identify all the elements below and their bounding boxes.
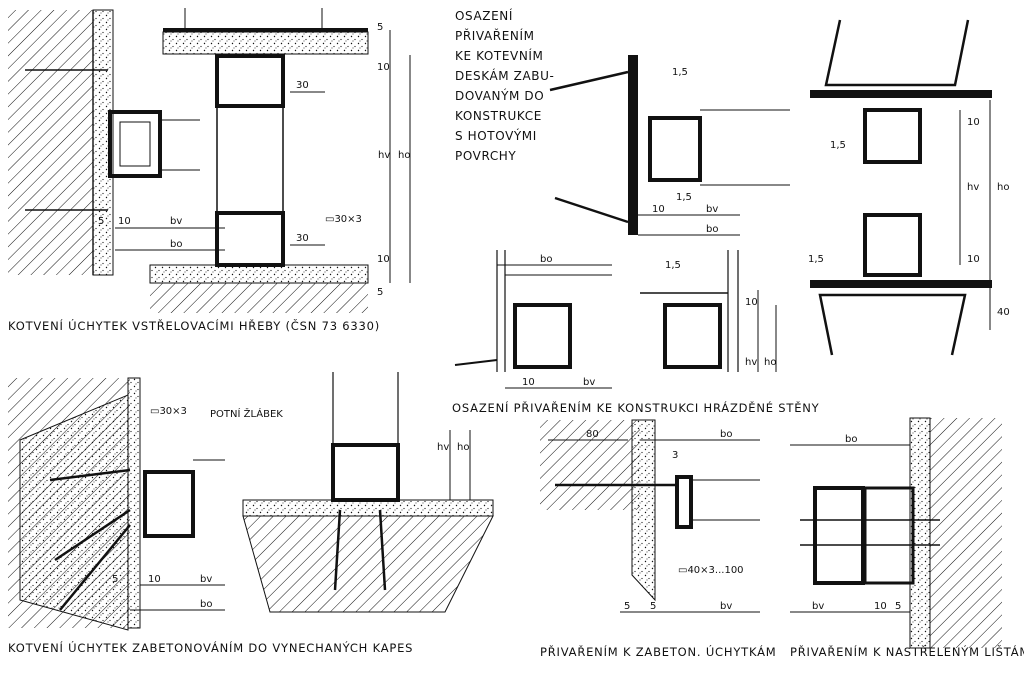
caption-mid-right: OSAZENÍ PŘIVAŘENÍM KE KONSTRUKCI HRÁZDĚN…: [452, 400, 820, 415]
weld-label: 3: [672, 450, 678, 461]
note-line: KONSTRUKCE: [455, 109, 542, 123]
dim-10: 10: [967, 254, 980, 265]
dim-bo: bo: [540, 254, 552, 265]
dim-10: 10: [118, 216, 131, 227]
note-line: PŘIVAŘENÍM: [455, 28, 535, 43]
dim-10: 10: [874, 601, 887, 612]
detail-timbered-wall-b: 10 hv ho 1,5: [640, 250, 777, 372]
dim-bo: bo: [720, 429, 732, 440]
dim-10: 10: [967, 117, 980, 128]
flat-bar-label: ▭30×3: [325, 214, 362, 225]
dim-5: 5: [624, 601, 630, 612]
weld-label: 1,5: [808, 254, 824, 265]
caption-bottom-right: PŘIVAŘENÍM K NASTŘELENÝM LIŠTÁM: [790, 644, 1024, 659]
detail-nail-anchoring: bv bo 10 5 30 30 hv ho 5 10 10 5 ▭30×3 K…: [8, 8, 411, 333]
caption-bottom-mid: PŘIVAŘENÍM K ZABETON. ÚCHYTKÁM: [540, 644, 777, 659]
slab-bottom: [149, 264, 369, 284]
flat-bar-label: ▭30×3: [150, 406, 187, 417]
dim-ho: ho: [997, 182, 1009, 193]
dim-5: 5: [895, 601, 901, 612]
note-line: POVRCHY: [455, 149, 516, 163]
detail-concrete-pocket-floor: hv ho: [242, 372, 494, 613]
flat-bar-label: ▭40×3...100: [678, 565, 744, 576]
caption-bottom-left: KOTVENÍ ÚCHYTEK ZABETONOVÁNÍM DO VYNECHA…: [8, 640, 413, 655]
dim-bo: bo: [170, 239, 182, 250]
note-line: S HOTOVÝMI: [455, 128, 537, 143]
dim-30: 30: [296, 80, 309, 91]
dim-30: 30: [296, 233, 309, 244]
weld-label: 1,5: [676, 192, 692, 203]
sweat-gutter-label: POTNÍ ŽLÁBEK: [210, 407, 283, 420]
dim-40: 40: [997, 307, 1010, 318]
dim-10: 10: [522, 377, 535, 388]
dim-hv: hv: [437, 442, 449, 453]
slab-top: [162, 31, 369, 55]
dim-bv: bv: [706, 204, 718, 215]
wall-hatch: [8, 10, 93, 275]
note-line: DESKÁM ZABU-: [455, 68, 554, 83]
detail-concrete-pockets: 5 10 bv bo ▭30×3 POTNÍ ŽLÁBEK: [8, 377, 283, 631]
dim-bv: bv: [200, 574, 212, 585]
dim-ho: ho: [398, 150, 410, 161]
note-line: DOVANÝM DO: [455, 88, 544, 103]
dim-80: 80: [586, 429, 599, 440]
dim-10: 10: [148, 574, 161, 585]
dim-ho: ho: [764, 357, 776, 368]
caption-top-left: KOTVENÍ ÚCHYTEK VSTŘELOVACÍMI HŘEBY (ČSN…: [8, 318, 380, 333]
note-block: OSAZENÍ PŘIVAŘENÍM KE KOTEVNÍM DESKÁM ZA…: [455, 8, 554, 163]
dim-10: 10: [652, 204, 665, 215]
dim-5: 5: [112, 574, 118, 585]
detail-weld-nailed-strips: bo bv 10 5: [790, 417, 1002, 649]
dim-10: 10: [377, 254, 390, 265]
dim-5: 5: [377, 22, 383, 33]
dim-5: 5: [98, 216, 104, 227]
dim-10: 10: [377, 62, 390, 73]
dim-bv: bv: [812, 601, 824, 612]
dim-bo: bo: [200, 599, 212, 610]
dim-hv: hv: [967, 182, 979, 193]
dim-bv: bv: [720, 601, 732, 612]
detail-timbered-wall-a: bo 10 bv: [454, 250, 612, 389]
detail-weld-anchor-plate: 10 bv bo 1,5 1,5: [549, 55, 790, 236]
weld-label: 1,5: [665, 260, 681, 271]
dim-5: 5: [650, 601, 656, 612]
dim-ho: ho: [457, 442, 469, 453]
dim-bv: bv: [583, 377, 595, 388]
detail-weld-concrete-clips: 80 bo 5 5 bv 3 ▭40×3...100: [540, 419, 760, 613]
dim-bv: bv: [170, 216, 182, 227]
anchor-channel: [108, 110, 162, 178]
dim-bo: bo: [845, 434, 857, 445]
dim-10: 10: [745, 297, 758, 308]
note-line: OSAZENÍ: [455, 8, 513, 23]
dim-bo: bo: [706, 224, 718, 235]
dim-5: 5: [377, 287, 383, 298]
detail-top-right: hv ho 10 10 40 1,5 1,5: [808, 19, 1010, 356]
note-line: KE KOTEVNÍM: [455, 48, 544, 63]
weld-label: 1,5: [672, 67, 688, 78]
dim-hv: hv: [745, 357, 757, 368]
dim-hv: hv: [378, 150, 390, 161]
weld-label: 1,5: [830, 140, 846, 151]
